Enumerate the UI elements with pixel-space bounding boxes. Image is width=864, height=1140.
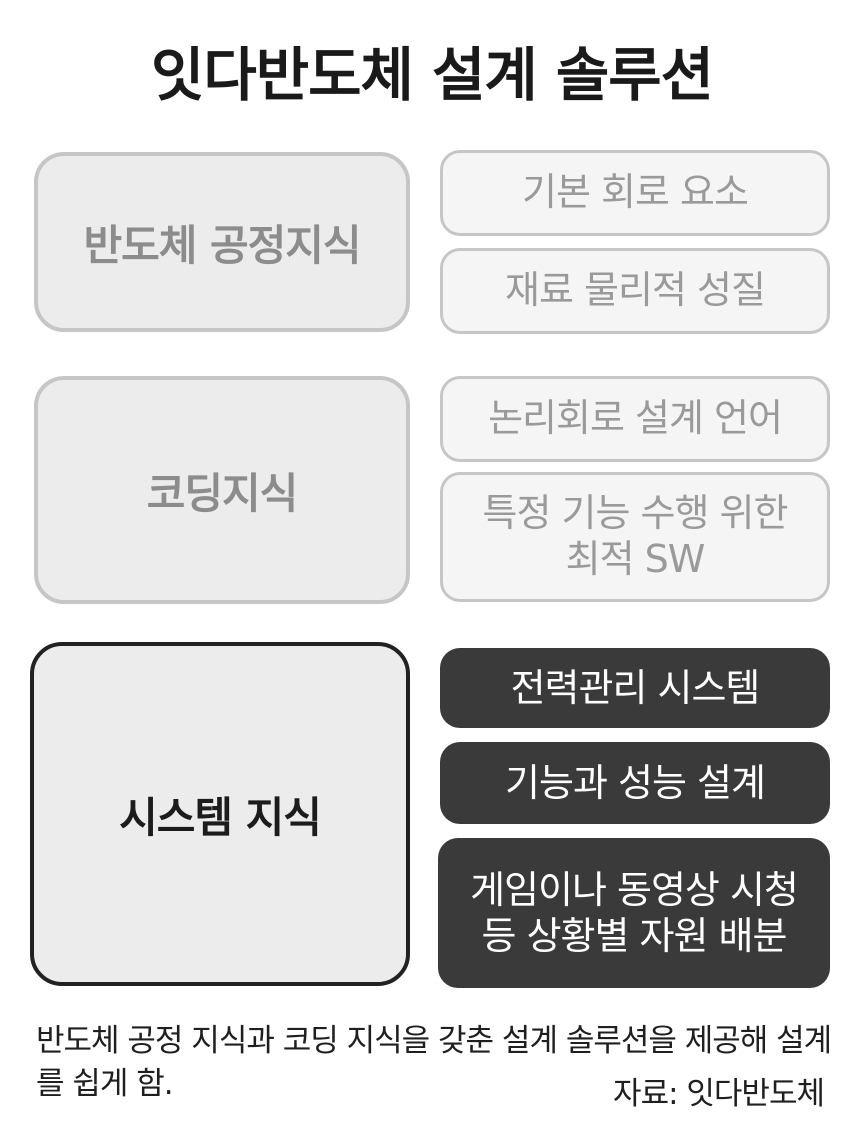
item-material-physical-properties: 재료 물리적 성질 — [440, 248, 830, 334]
page-title: 잇다반도체 설계 솔루션 — [151, 41, 714, 109]
item-power-management-system: 전력관리 시스템 — [440, 648, 830, 728]
source-credit: 자료: 잇다반도체 — [613, 1076, 825, 1112]
item-function-performance-design: 기능과 성능 설계 — [440, 742, 830, 824]
footer-note: 반도체 공정 지식과 코딩 지식을 갖춘 설계 솔루션을 제공해 설계를 쉽게 … — [36, 1023, 832, 1103]
category-system: 시스템 지식 — [30, 642, 410, 986]
category-semiconductor-process: 반도체 공정지식 — [34, 152, 410, 332]
item-logic-circuit-language: 논리회로 설계 언어 — [440, 376, 830, 462]
item-basic-circuit-elements: 기본 회로 요소 — [440, 150, 830, 236]
category-coding: 코딩지식 — [34, 376, 410, 604]
